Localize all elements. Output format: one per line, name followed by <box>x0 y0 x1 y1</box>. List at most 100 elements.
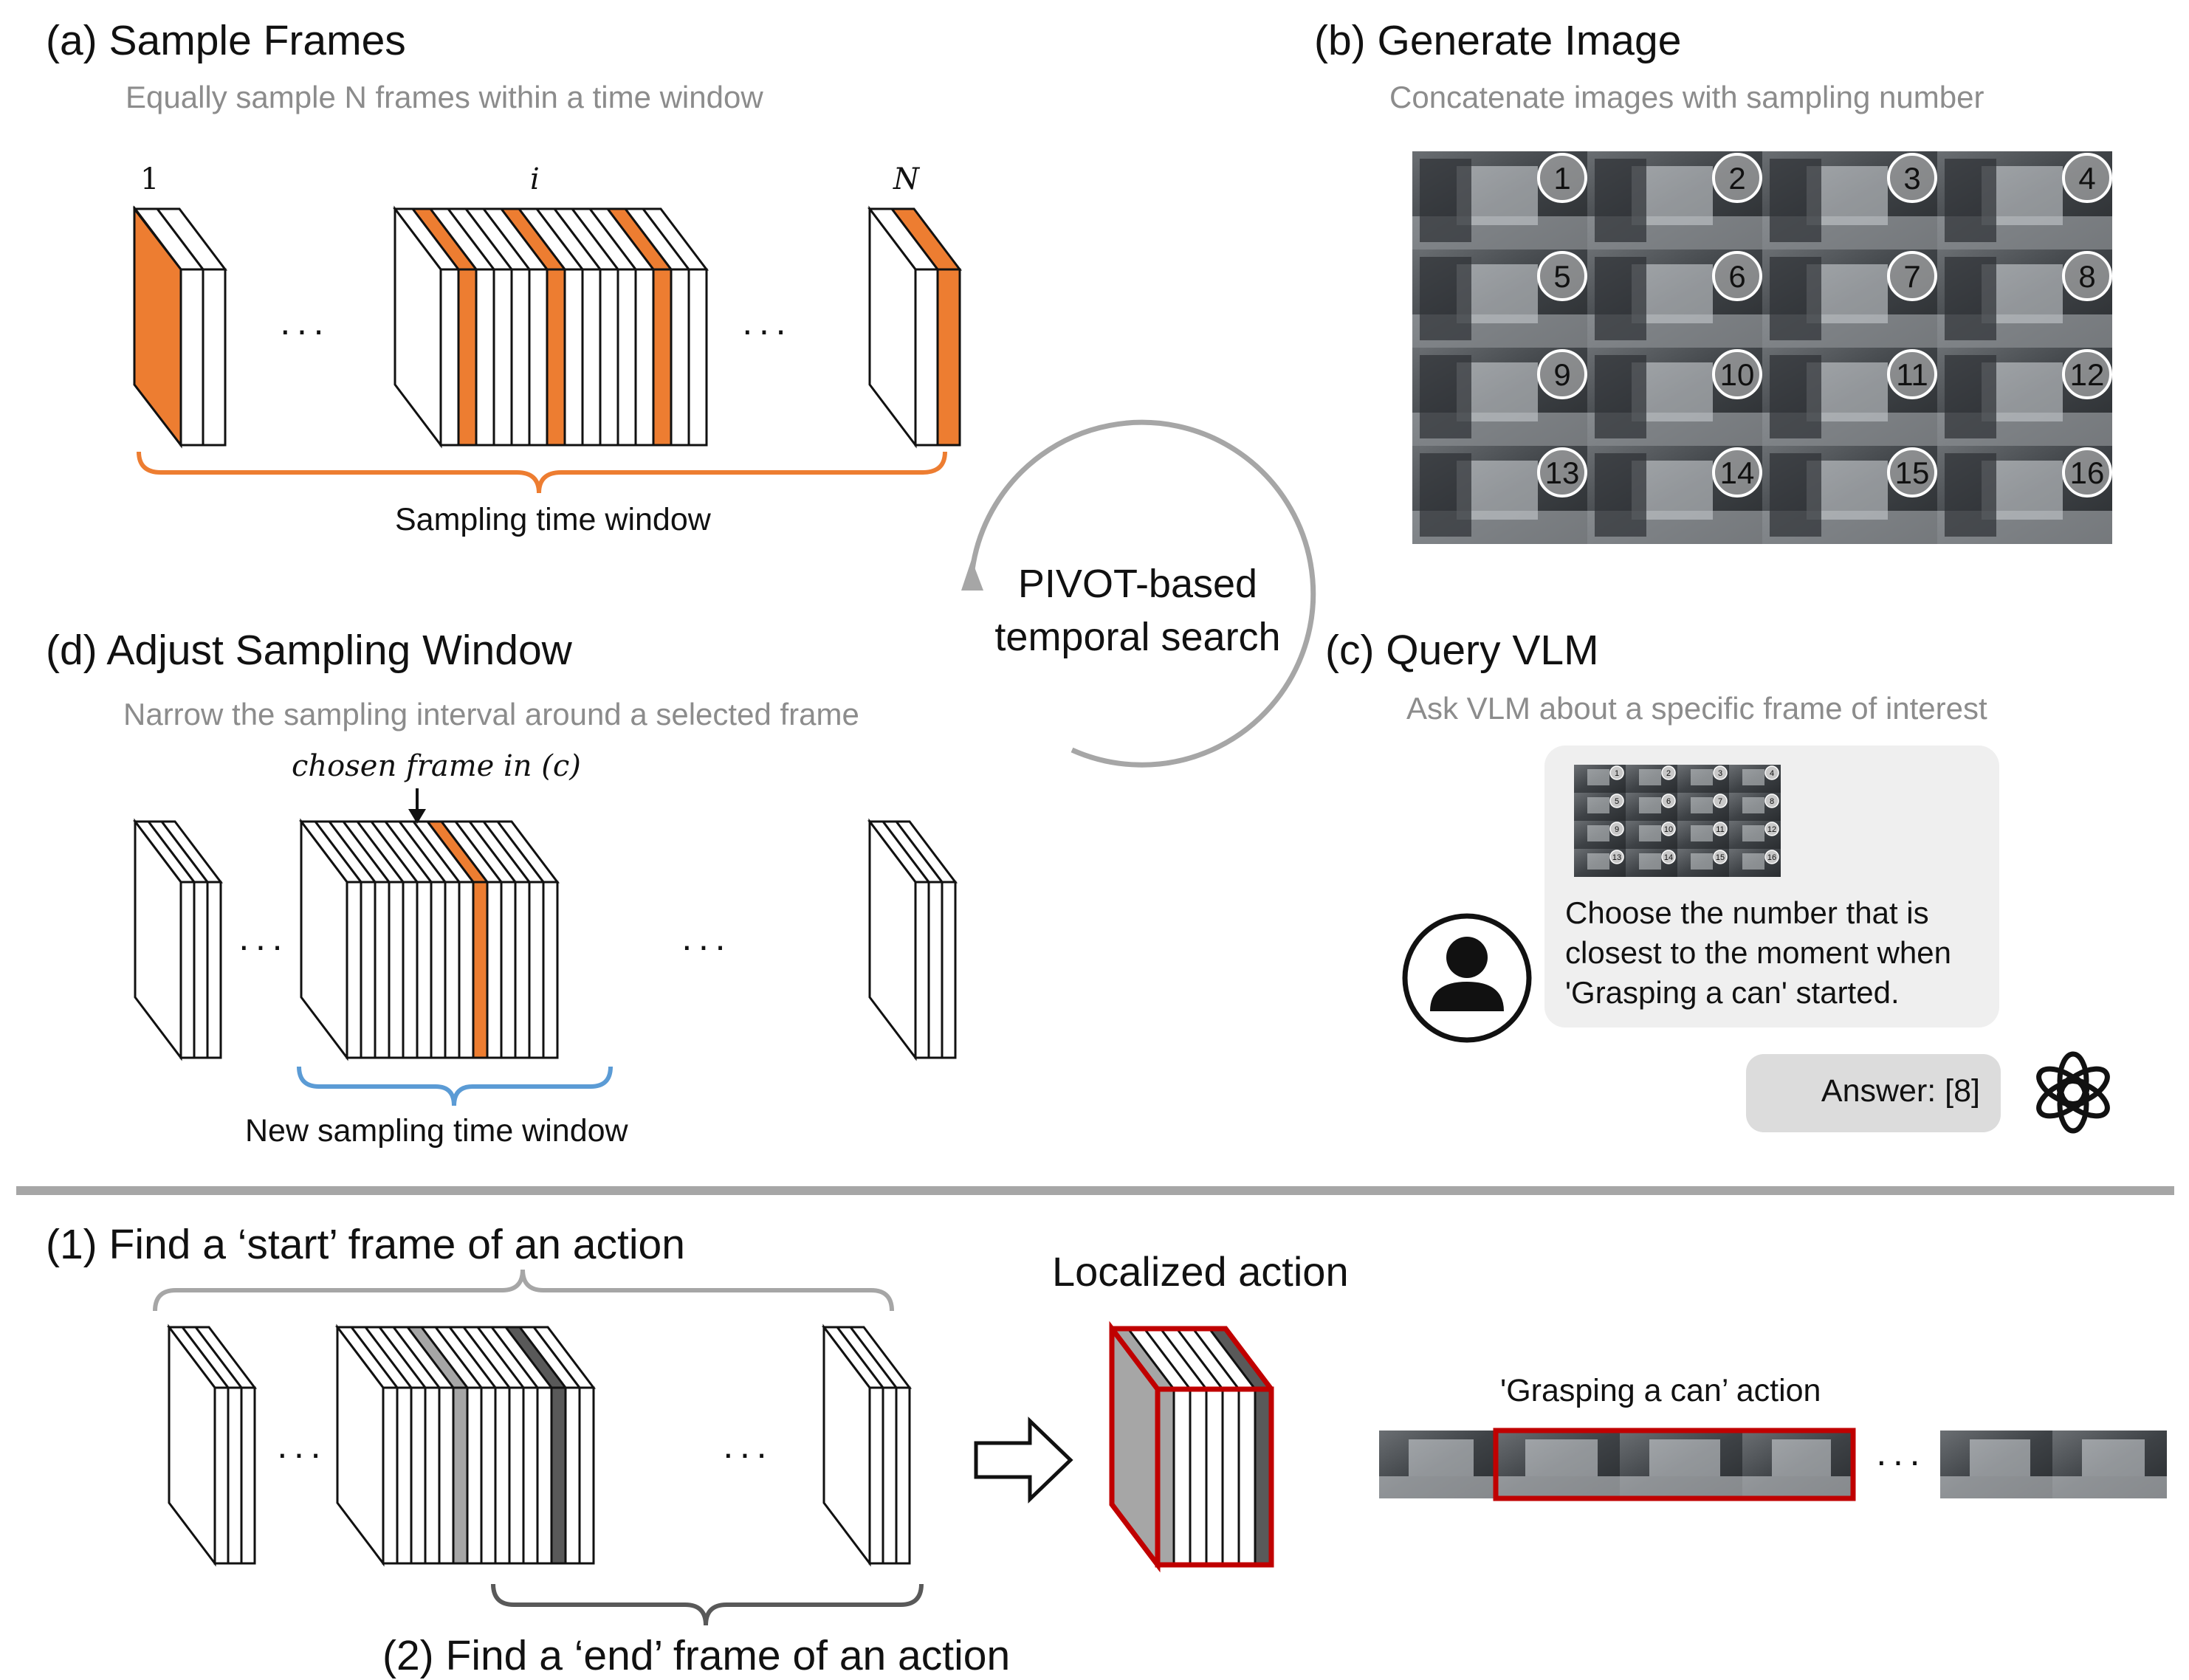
grid-number: 1 <box>1553 161 1570 196</box>
frame-slice <box>1237 1388 1257 1566</box>
cycle-arrowhead-icon <box>961 560 983 591</box>
grid-number-badge <box>1712 153 1762 203</box>
frame-slice <box>1221 1388 1240 1566</box>
frame-slice <box>486 881 503 1059</box>
frame-slice <box>936 268 961 447</box>
user-avatar-icon <box>1402 913 1532 1043</box>
thumb-number-badge <box>1764 822 1779 836</box>
thumb-number: 7 <box>1718 797 1722 806</box>
grid-number-badge <box>1712 251 1762 301</box>
frame-slice <box>581 268 602 447</box>
thumb-number: 2 <box>1666 769 1671 778</box>
grid-cell-person <box>1770 453 1821 537</box>
prompt-text: Choose the number that is closest to the… <box>1565 895 1951 1010</box>
step2-title: (2) Find a ‘end’ frame of an action <box>382 1632 1011 1679</box>
thumb-number-badge <box>1609 822 1624 836</box>
frame-stack-middle-d <box>298 818 560 1061</box>
panel-d-subtitle: Narrow the sampling interval around a se… <box>123 697 859 731</box>
frame-slice <box>510 268 531 447</box>
thumb-number: 15 <box>1716 853 1725 862</box>
frame-label-first: 1 <box>140 162 159 196</box>
frame-slice <box>895 1386 911 1565</box>
thumb-cell-board <box>1639 853 1661 870</box>
panel-a-title: (a) Sample Frames <box>46 17 406 64</box>
grid-number: 10 <box>1720 357 1755 392</box>
result-arrow-icon <box>974 1416 1073 1504</box>
grid-cell-person <box>1420 355 1471 438</box>
frame-slice <box>388 881 405 1059</box>
openai-logo-icon <box>2036 1051 2110 1134</box>
grid-cell-person <box>1420 453 1471 537</box>
frame-label-middle: i <box>530 162 540 196</box>
thumb-number: 1 <box>1615 769 1619 778</box>
grid-number: 5 <box>1553 259 1570 294</box>
thumb-number-badge <box>1661 793 1676 808</box>
sampling-window-brace <box>137 451 947 494</box>
frame-slice <box>382 1386 399 1565</box>
thumb-number-badge <box>1609 850 1624 864</box>
frame-slice <box>563 268 584 447</box>
frame-slice <box>492 268 513 447</box>
grid-cell-person <box>1595 453 1646 537</box>
thumb-cell-board <box>1639 769 1661 785</box>
grid-number-badge <box>2062 447 2112 498</box>
frame-stack-last-bottom <box>821 1323 913 1567</box>
action-label: 'Grasping a can’ action <box>1500 1373 1821 1408</box>
filmstrip-highlight <box>1493 1428 1856 1501</box>
frame-slice <box>528 268 549 447</box>
frame-slice <box>193 881 209 1059</box>
filmstrip-table <box>1940 1476 2052 1498</box>
frame-slice <box>578 1386 595 1565</box>
grid-number-badge <box>2062 153 2112 203</box>
frame-slice <box>616 268 637 447</box>
thumb-number-badge <box>1609 793 1624 808</box>
frame-stack-middle-bottom <box>334 1323 597 1567</box>
frame-slice <box>868 1386 884 1565</box>
thumb-cell-board <box>1742 769 1764 785</box>
frame-slice <box>914 881 930 1059</box>
frame-slice <box>1205 1388 1224 1566</box>
filmstrip-table <box>1742 1476 1853 1498</box>
grid-cell-person <box>1595 159 1646 242</box>
thumb-cell-board <box>1639 825 1661 841</box>
ellipsis-filmstrip: ··· <box>1875 1440 1925 1481</box>
end-search-brace <box>491 1583 924 1626</box>
frame-stack-last-a <box>867 205 963 449</box>
frame-slice <box>508 1386 525 1565</box>
grid-cell-person <box>1595 355 1646 438</box>
grid-number-badge <box>1537 251 1587 301</box>
panel-a-subtitle: Equally sample N frames within a time wi… <box>126 80 763 114</box>
new-window-label: New sampling time window <box>245 1113 628 1149</box>
thumb-number-badge <box>1609 765 1624 780</box>
thumb-number: 3 <box>1718 769 1722 778</box>
frame-slice <box>652 268 673 447</box>
thumb-cell-board <box>1691 853 1713 870</box>
thumb-number: 4 <box>1770 769 1774 778</box>
frame-slice <box>687 268 708 447</box>
chosen-frame-arrowhead-icon <box>408 809 426 824</box>
grid-number-badge <box>1887 251 1937 301</box>
thumb-number-badge <box>1764 850 1779 864</box>
filmstrip-table <box>1620 1476 1742 1498</box>
grid-cell-person <box>1945 453 1996 537</box>
frame-slice <box>439 268 460 447</box>
frame-slice <box>500 881 517 1059</box>
thumb-number-badge <box>1661 850 1676 864</box>
thumb-cell-board <box>1691 797 1713 813</box>
grid-number: 7 <box>1903 259 1920 294</box>
thumb-number-badge <box>1764 793 1779 808</box>
frame-slice <box>542 881 559 1059</box>
grid-number: 9 <box>1553 357 1570 392</box>
grid-number-badge <box>1887 447 1937 498</box>
grid-number: 8 <box>2078 259 2095 294</box>
grid-cell-person <box>1420 257 1471 340</box>
grid-cell-person <box>1770 355 1821 438</box>
grid-number: 2 <box>1728 161 1745 196</box>
frame-slice <box>402 881 419 1059</box>
ellipsis-bottom-left: ··· <box>276 1433 326 1474</box>
thumb-number: 6 <box>1666 797 1671 806</box>
frame-slice <box>475 268 495 447</box>
frame-slice <box>941 881 957 1059</box>
